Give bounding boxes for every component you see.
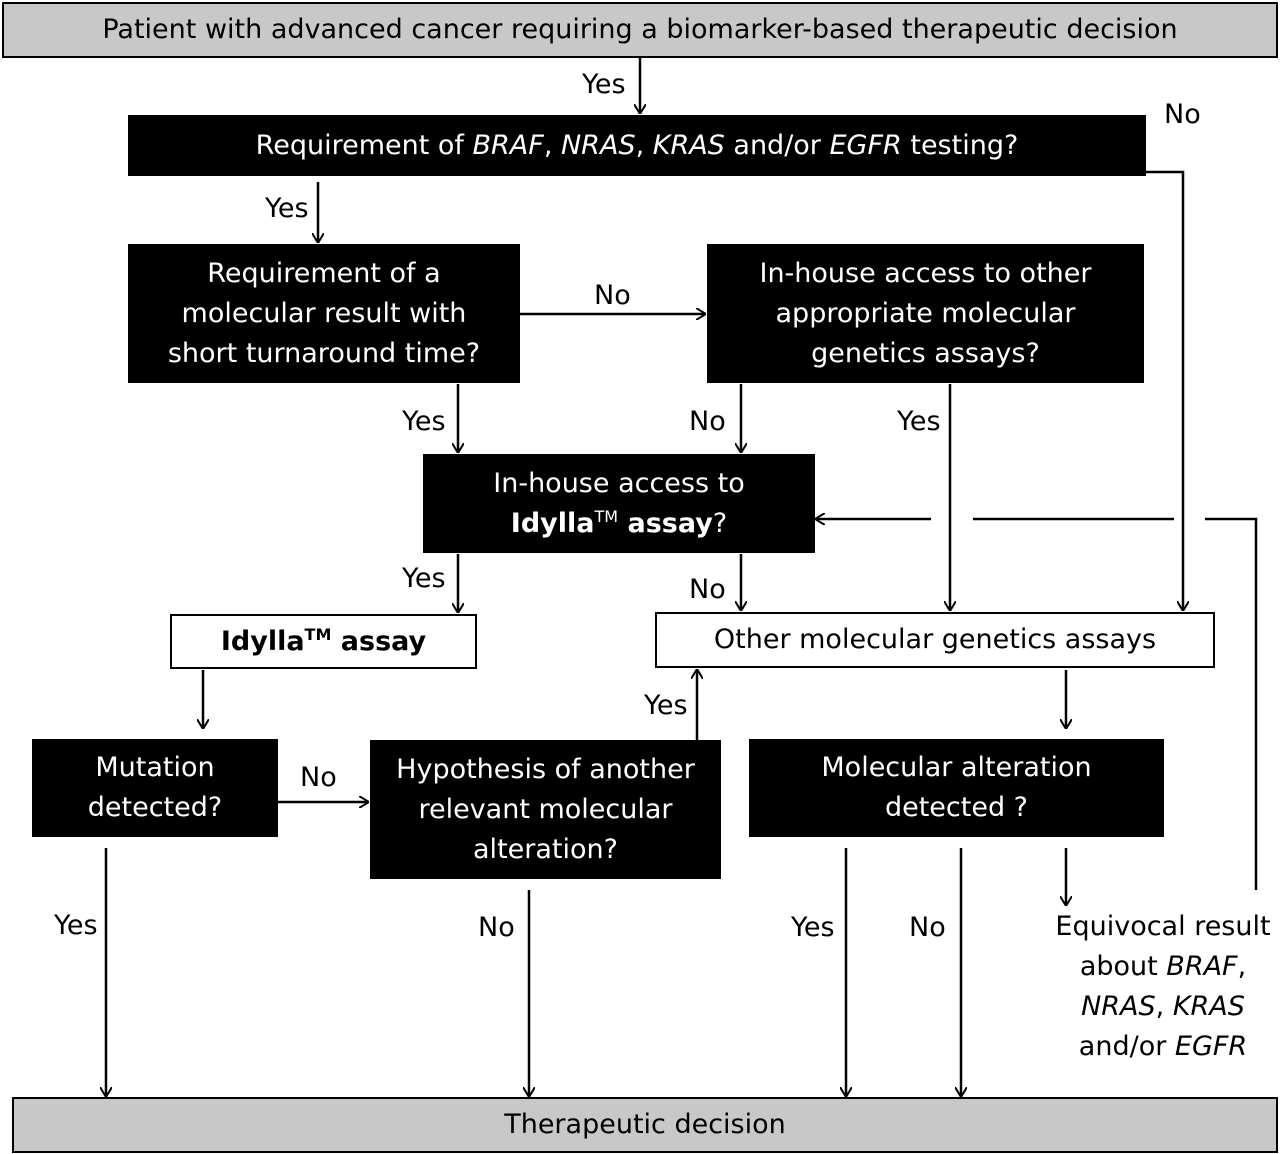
inhouse-idylla-node: In-house access to IdyllaTM assay? xyxy=(423,454,815,553)
idylla-assay-node: IdyllaTM assay xyxy=(170,614,477,669)
label-yes-alteration: Yes xyxy=(791,912,835,943)
label-no-short: No xyxy=(594,280,631,311)
mutation-detected-text: Mutation detected? xyxy=(87,752,223,823)
label-no-alteration: No xyxy=(909,912,946,943)
label-no-other: No xyxy=(689,406,726,437)
short-turnaround-text: Requirement of a molecular result with s… xyxy=(167,257,481,369)
testing-requirement-text: Requirement of BRAF, NRAS, KRAS and/or E… xyxy=(255,129,1019,161)
molecular-alteration-node: Molecular alteration detected ? xyxy=(749,739,1164,837)
therapeutic-decision-node: Therapeutic decision xyxy=(12,1097,1278,1153)
start-node-text: Patient with advanced cancer requiring a… xyxy=(102,14,1178,45)
label-no-idylla: No xyxy=(689,574,726,605)
hypothesis-text: Hypothesis of another relevant molecular… xyxy=(396,753,695,865)
therapeutic-decision-text: Therapeutic decision xyxy=(504,1109,786,1140)
equivocal-result-node: Equivocal result about BRAF, NRAS, KRAS … xyxy=(1055,911,1271,1062)
testing-requirement-node: Requirement of BRAF, NRAS, KRAS and/or E… xyxy=(128,115,1146,176)
inhouse-other-assays-node: In-house access to other appropriate mol… xyxy=(707,244,1144,383)
idylla-assay-text: IdyllaTM assay xyxy=(220,624,427,657)
inhouse-idylla-text: In-house access to IdyllaTM assay? xyxy=(493,467,745,539)
other-assays-text: Other molecular genetics assays xyxy=(713,624,1157,655)
label-yes-mutation: Yes xyxy=(54,910,98,941)
label-yes-start: Yes xyxy=(582,69,626,100)
label-no-mutation: No xyxy=(300,762,337,793)
molecular-alteration-text: Molecular alteration detected ? xyxy=(821,752,1092,823)
label-yes-idylla: Yes xyxy=(402,563,446,594)
label-no-hypothesis: No xyxy=(478,912,515,943)
label-yes-other: Yes xyxy=(897,406,941,437)
other-assays-node: Other molecular genetics assays xyxy=(655,612,1215,668)
short-turnaround-node: Requirement of a molecular result with s… xyxy=(128,244,520,383)
mutation-detected-node: Mutation detected? xyxy=(32,739,278,837)
edge-testing-no-to-other xyxy=(1145,170,1183,610)
edge-equivocal-loop xyxy=(1205,517,1258,890)
label-yes-short: Yes xyxy=(402,406,446,437)
hypothesis-node: Hypothesis of another relevant molecular… xyxy=(370,740,721,879)
inhouse-other-assays-text: In-house access to other appropriate mol… xyxy=(759,257,1092,369)
label-yes-testing: Yes xyxy=(265,193,309,224)
start-node: Patient with advanced cancer requiring a… xyxy=(2,2,1278,58)
label-no-testing: No xyxy=(1164,99,1201,130)
label-yes-hypothesis: Yes xyxy=(644,690,688,721)
